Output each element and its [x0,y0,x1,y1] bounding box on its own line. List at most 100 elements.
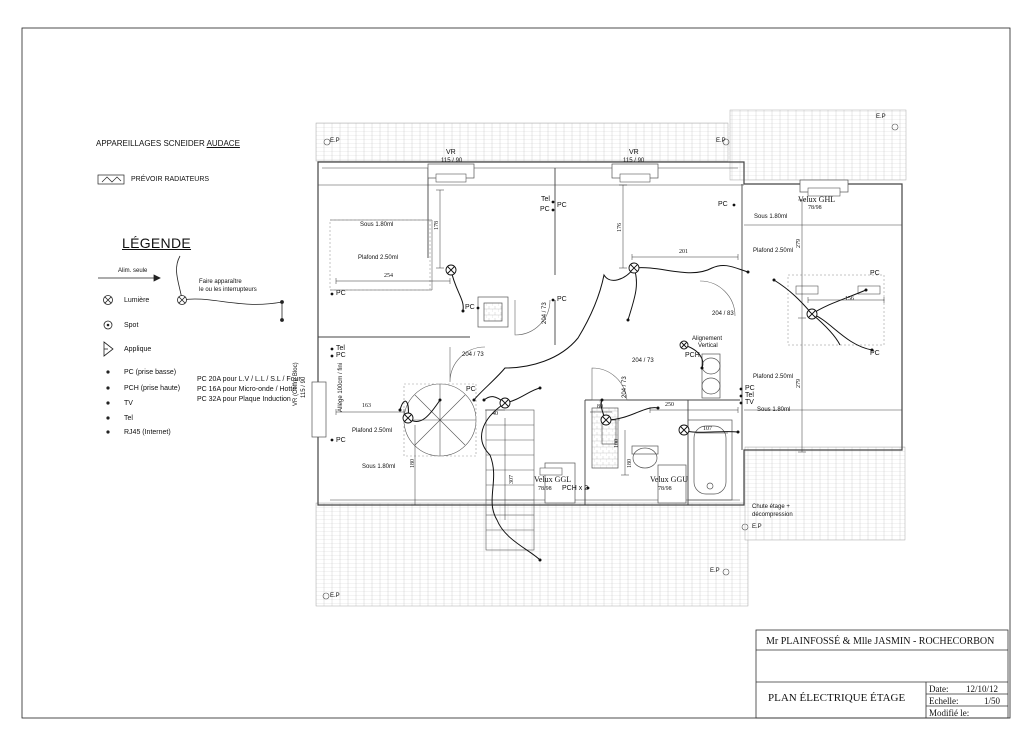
drain-pipes [322,123,899,600]
sheet-border [21,27,1011,719]
legend-item-tv: TV [124,400,133,407]
chute-label-2: décompression [752,512,793,518]
legend-item-spot: Spot [124,322,139,329]
height-sous: Sous 1.80ml [757,407,791,413]
velux-ghl-size: 78/98 [808,205,822,211]
ep-label: E.P [710,568,720,574]
dim-label: 254 [384,273,393,279]
outlet-pc: PC [745,385,755,392]
outlet-tel: Tel [541,196,550,203]
light-fixture [628,262,640,274]
switches [398,270,874,562]
vr-coffre-text: VR (Coffre Bloc) [293,362,299,406]
dim-label: 180 [627,459,633,468]
dim-label: 180 [410,459,416,468]
straight-staircase [485,409,535,551]
title-block-frame [755,629,1009,719]
dim-label: 163 [362,403,371,409]
ep-label: E.P [330,593,340,599]
legend-light-symbol [103,295,113,305]
legend-bullets [106,370,110,434]
radiators [435,173,881,476]
legend-feed-label: Alim. seule [118,268,148,274]
height-plafond: Plafond 2.50ml [358,255,399,261]
outlet-pc: PC [336,290,346,297]
dim-label: 279 [796,379,802,388]
alignement-label-2: Vertical [698,343,718,349]
roof-tiles-bottom [315,502,749,607]
vr-coffre-size: 115 / 90 [301,376,307,398]
dim-label: 250 [665,402,674,408]
allege-label: Allège 100cm / fini [338,362,344,412]
door-label: 204 / 83 [712,311,734,317]
legend-item-tel: Tel [124,415,133,422]
vr-label: VR [629,149,639,156]
radiators-note: PRÉVOIR RADIATEURS [131,176,210,183]
legend-title: LÉGENDE [122,235,192,251]
outlet-pch: PCH [685,352,700,359]
dim-label: 279 [796,239,802,248]
dimension-lines [335,184,885,520]
height-sous: Sous 1.80ml [362,464,396,470]
dim-label: 307 [509,475,515,484]
velux-ggl-size: 78/98 [538,486,552,492]
legend-switch-note-1: Faire apparaître [199,279,242,285]
outlet-pc: PC [870,270,880,277]
light-fixture [679,340,689,350]
outlet-dots [330,200,743,490]
brand-header: APPAREILLAGES SCNEIDER AUDACE [96,140,240,148]
outlet-pc: PC [870,350,880,357]
brand-range: AUDACE [206,139,240,148]
outlet-pc: PC [557,296,567,303]
title-block-date-value: 12/10/12 [966,684,999,694]
velux-ggu-size: 78/98 [658,486,672,492]
dim-label: 201 [679,249,688,255]
height-plafond: Plafond 2.50ml [352,428,393,434]
legend-item-pc: PC (prise basse) [124,369,177,376]
roof-tiles-top-right [729,109,907,181]
legend-item-pch: PCH (prise haute) [124,385,181,392]
chimney [477,296,509,328]
ep-label: E.P [876,114,886,120]
legend-spot-symbol [103,320,113,330]
ep-label: E.P [752,524,762,530]
legend-wall-light-symbol [103,341,114,357]
light-fixture [402,412,414,424]
velux-ghl-label: Velux GHL [798,195,836,204]
outlet-pc: PC [465,304,475,311]
velux-ggl-label: Velux GGL [534,475,572,484]
outlet-pc: PC [336,352,346,359]
light-fixture [499,397,511,409]
legend-item-wall-light: Applique [124,346,152,353]
spiral-staircase [403,383,477,457]
height-plafond: Plafond 2.50ml [753,248,794,254]
door-label-vertical: 204 / 73 [622,376,628,398]
vr-size: 115 / 90 [623,158,645,164]
dim-label: 178 [434,221,440,230]
ep-label: E.P [716,138,726,144]
legend-feed-arrow [98,274,161,282]
roof-tiles-bottom-right [744,446,906,541]
outlet-pc: PC [466,386,476,393]
legend-item-light: Lumière [124,297,150,304]
legend-note-1: PC 20A pour L.V / L.L / S.L / Four [197,376,301,383]
outlet-pc: PC [718,201,728,208]
ep-label: E.P [330,138,340,144]
door-label: 204 / 73 [632,358,654,364]
brand-name: APPAREILLAGES SCNEIDER [96,139,205,148]
light-fixture [600,414,612,426]
legend-switch-note-2: le ou les interrupteurs [199,287,257,293]
outlet-pc: PC [557,202,567,209]
light-fixture [678,424,690,436]
height-plafond: Plafond 2.50ml [753,374,794,380]
title-block-plan-title: PLAN ÉLECTRIQUE ÉTAGE [768,692,906,704]
dim-label: 176 [617,223,623,232]
door-label-vertical: 204 / 73 [542,302,548,324]
title-block-date-label: Date: [929,684,949,694]
light-fixture [806,308,818,320]
light-fixture [445,264,457,276]
outlet-tel: Tel [745,392,754,399]
vr-label: VR [446,149,456,156]
